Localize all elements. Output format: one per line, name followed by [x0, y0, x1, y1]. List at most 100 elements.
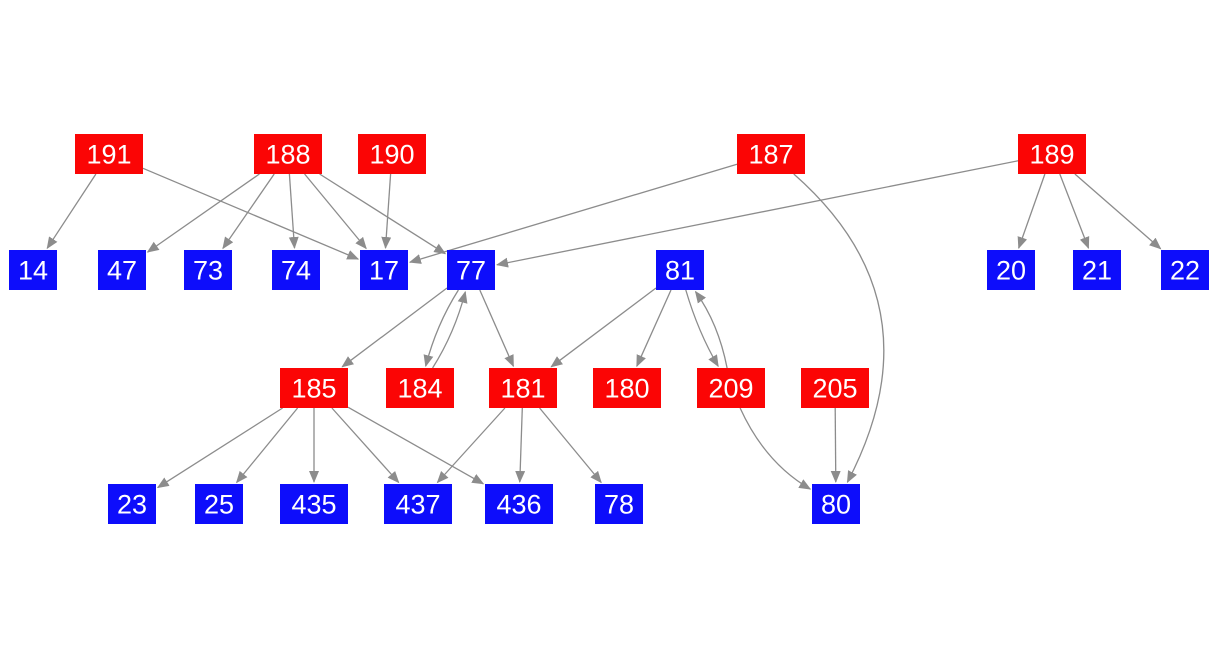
node-box-73[interactable] [184, 250, 232, 290]
node-box-205[interactable] [801, 368, 869, 408]
edge-77-185 [341, 287, 448, 368]
node-label-23: 23 [117, 490, 147, 520]
node-box-74[interactable] [272, 250, 320, 290]
node-box-181[interactable] [489, 368, 557, 408]
edge-209-80 [739, 407, 812, 490]
edge-189-22 [1074, 173, 1162, 250]
node-box-190[interactable] [358, 134, 426, 174]
edge-209-81 [694, 290, 728, 369]
node-label-22: 22 [1170, 256, 1200, 286]
node-box-180[interactable] [593, 368, 661, 408]
node-label-436: 436 [496, 490, 541, 520]
node-437[interactable]: 437 [384, 484, 452, 524]
edge-185-436 [347, 406, 485, 485]
node-label-80: 80 [821, 490, 851, 520]
node-73[interactable]: 73 [184, 250, 232, 290]
node-box-185[interactable] [280, 368, 348, 408]
node-label-78: 78 [604, 490, 634, 520]
edge-181-436 [515, 407, 526, 483]
node-box-14[interactable] [9, 250, 57, 290]
node-label-47: 47 [107, 256, 137, 286]
edge-189-21 [1059, 173, 1090, 250]
edge-188-77 [319, 173, 447, 255]
edge-185-25 [235, 407, 299, 484]
node-box-184[interactable] [386, 368, 454, 408]
node-box-187[interactable] [737, 134, 805, 174]
node-435[interactable]: 435 [280, 484, 348, 524]
node-box-80[interactable] [812, 484, 860, 524]
node-label-181: 181 [500, 374, 545, 404]
node-label-17: 17 [369, 256, 399, 286]
node-190[interactable]: 190 [358, 134, 426, 174]
node-box-47[interactable] [98, 250, 146, 290]
node-205[interactable]: 205 [801, 368, 869, 408]
edge-189-20 [1017, 173, 1046, 250]
node-78[interactable]: 78 [595, 484, 643, 524]
node-box-191[interactable] [75, 134, 143, 174]
node-184[interactable]: 184 [386, 368, 454, 408]
edge-185-437 [331, 407, 400, 484]
edge-188-74 [288, 173, 299, 249]
edge-187-80 [793, 173, 885, 484]
edge-191-14 [46, 173, 97, 250]
node-box-78[interactable] [595, 484, 643, 524]
node-label-191: 191 [86, 140, 131, 170]
node-box-437[interactable] [384, 484, 452, 524]
edge-181-437 [436, 407, 506, 484]
node-box-81[interactable] [656, 250, 704, 290]
node-box-20[interactable] [987, 250, 1035, 290]
node-188[interactable]: 188 [254, 134, 322, 174]
node-187[interactable]: 187 [737, 134, 805, 174]
node-label-185: 185 [291, 374, 336, 404]
node-80[interactable]: 80 [812, 484, 860, 524]
node-label-14: 14 [18, 256, 48, 286]
edge-185-23 [156, 407, 283, 489]
node-180[interactable]: 180 [593, 368, 661, 408]
edge-189-77 [496, 160, 1019, 268]
node-21[interactable]: 21 [1073, 250, 1121, 290]
node-box-22[interactable] [1161, 250, 1209, 290]
node-17[interactable]: 17 [360, 250, 408, 290]
node-185[interactable]: 185 [280, 368, 348, 408]
node-22[interactable]: 22 [1161, 250, 1209, 290]
node-label-21: 21 [1082, 256, 1112, 286]
edge-188-47 [146, 173, 260, 253]
node-label-25: 25 [204, 490, 234, 520]
node-box-23[interactable] [108, 484, 156, 524]
node-box-189[interactable] [1018, 134, 1086, 174]
node-74[interactable]: 74 [272, 250, 320, 290]
node-box-436[interactable] [485, 484, 553, 524]
edge-190-17 [381, 173, 392, 249]
node-box-209[interactable] [697, 368, 765, 408]
node-label-77: 77 [456, 256, 486, 286]
edges-layer [46, 160, 1162, 490]
node-box-77[interactable] [447, 250, 495, 290]
edge-81-209 [685, 289, 719, 368]
node-label-188: 188 [265, 140, 310, 170]
node-209[interactable]: 209 [697, 368, 765, 408]
edge-188-73 [222, 173, 275, 250]
node-191[interactable]: 191 [75, 134, 143, 174]
node-77[interactable]: 77 [447, 250, 495, 290]
node-label-180: 180 [604, 374, 649, 404]
node-box-25[interactable] [195, 484, 243, 524]
node-189[interactable]: 189 [1018, 134, 1086, 174]
node-box-188[interactable] [254, 134, 322, 174]
node-23[interactable]: 23 [108, 484, 156, 524]
node-label-435: 435 [291, 490, 336, 520]
node-181[interactable]: 181 [489, 368, 557, 408]
node-label-209: 209 [708, 374, 753, 404]
node-436[interactable]: 436 [485, 484, 553, 524]
nodes-layer: 191 188 190 187 189 14 47 73 74 17 77 81 20 21 22 185 18… [9, 134, 1209, 524]
node-47[interactable]: 47 [98, 250, 146, 290]
node-box-17[interactable] [360, 250, 408, 290]
edge-181-78 [539, 407, 602, 484]
node-box-21[interactable] [1073, 250, 1121, 290]
node-box-435[interactable] [280, 484, 348, 524]
node-81[interactable]: 81 [656, 250, 704, 290]
node-20[interactable]: 20 [987, 250, 1035, 290]
node-25[interactable]: 25 [195, 484, 243, 524]
node-14[interactable]: 14 [9, 250, 57, 290]
